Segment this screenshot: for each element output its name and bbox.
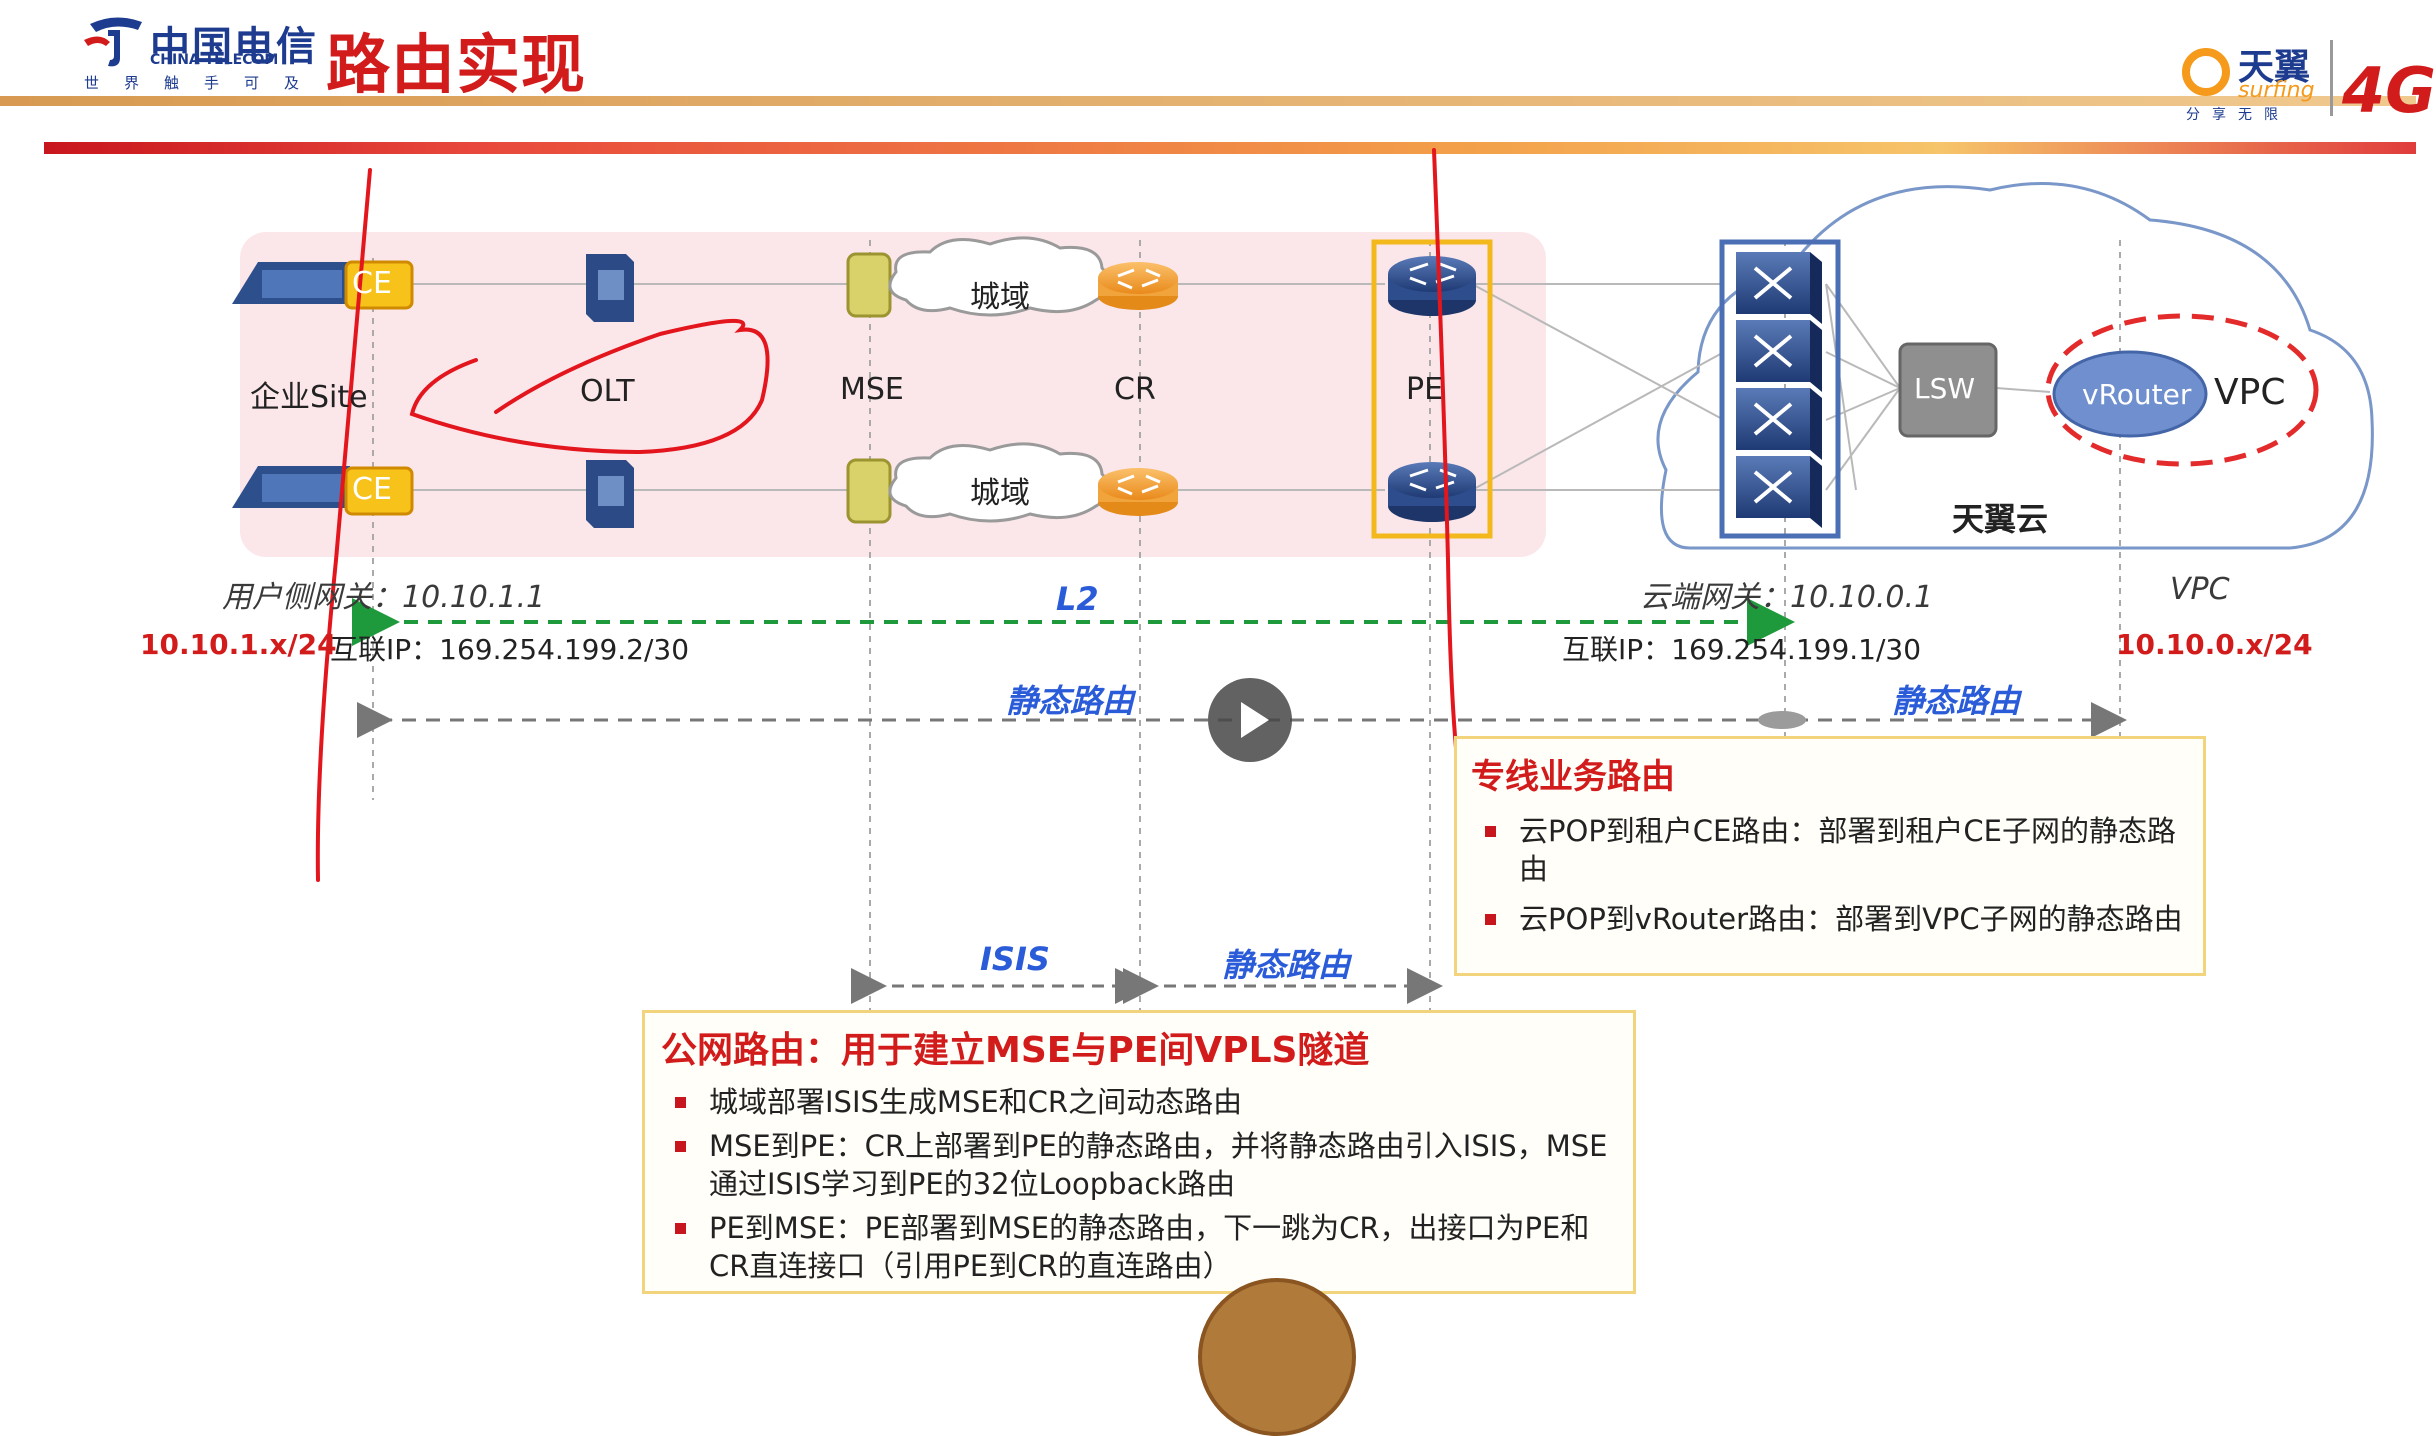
dedicated-route-box: 专线业务路由 云POP到租户CE路由：部署到租户CE子网的静态路由 云POP到v… xyxy=(1454,736,2206,976)
vpc-label: VPC xyxy=(2170,572,2230,607)
annotation-circle-olt xyxy=(409,318,770,455)
ce-label-bottom: CE xyxy=(352,472,392,507)
lsw-label: LSW xyxy=(1914,372,1976,405)
isis-label: ISIS xyxy=(980,940,1050,978)
metro-cloud-top xyxy=(888,236,1112,317)
olt-label: OLT xyxy=(580,374,635,409)
olt-device-icon-bottom xyxy=(586,460,634,528)
cloud-interconnect-ip: 互联IP：169.254.199.1/30 xyxy=(1562,633,1922,666)
mse-device-top xyxy=(846,252,892,318)
ce-router-bottom xyxy=(344,466,414,516)
cr-label: CR xyxy=(1114,372,1156,407)
user-interconnect-ip: 互联IP：169.254.199.2/30 xyxy=(330,633,690,666)
user-gateway-label: 用户侧网关：10.10.1.1 xyxy=(222,580,546,615)
pe-router-icon-bottom xyxy=(1388,462,1476,522)
cr-router-icon xyxy=(1098,262,1178,310)
public-route-item: 城域部署ISIS生成MSE和CR之间动态路由 xyxy=(661,1083,1617,1121)
enterprise-site-label: 企业Site xyxy=(250,380,368,415)
route-junction xyxy=(1758,711,1806,729)
pe-label: PE xyxy=(1406,372,1444,407)
public-route-item: MSE到PE：CR上部署到PE的静态路由，并将静态路由引入ISIS，MSE通过I… xyxy=(661,1127,1617,1203)
cloud-switch-icons xyxy=(1736,252,1822,528)
brand-surfing: surfing xyxy=(2238,78,2315,103)
annotation-line-left xyxy=(315,168,372,882)
public-route-box: 公网路由：用于建立MSE与PE间VPLS隧道 城域部署ISIS生成MSE和CR之… xyxy=(642,1010,1636,1294)
cloud-gateway-label: 云端网关：10.10.0.1 xyxy=(1640,580,1934,615)
tianyi-logo-icon xyxy=(2182,48,2230,96)
metro-cloud-bottom xyxy=(888,442,1112,523)
vpc-title-label: VPC xyxy=(2214,372,2286,413)
metro-label-bottom: 城域 xyxy=(970,476,1030,511)
public-route-item: PE到MSE：PE部署到MSE的静态路由，下一跳为CR，出接口为PE和CR直连接… xyxy=(661,1209,1617,1285)
network-diagram xyxy=(232,148,2374,1088)
enterprise-building-icon xyxy=(232,262,350,304)
logo-slogan-text: 世界触手可及 xyxy=(84,74,325,92)
user-subnet-label: 10.10.1.x/24 xyxy=(140,628,337,661)
college-seal-emblem xyxy=(1198,1278,1356,1436)
cloud-switch-stack-frame xyxy=(1719,239,1841,539)
public-route-title: 公网路由：用于建立MSE与PE间VPLS隧道 xyxy=(661,1030,1370,1071)
static-route-label-left: 静态路由 xyxy=(1006,682,1135,720)
brand-slogan: 分享无限 xyxy=(2186,107,2290,123)
header-bar xyxy=(0,0,2416,110)
lsw-device xyxy=(1898,342,1998,438)
logo-chinese-text: 中国电信 xyxy=(150,23,318,70)
tianyi-cloud-label: 天翼云 xyxy=(1952,500,2049,538)
vpc-subnet-label: 10.10.0.x/24 xyxy=(2116,628,2313,661)
dedicated-route-title: 专线业务路由 xyxy=(1471,757,1675,797)
vpc-dashed-boundary xyxy=(2045,313,2319,467)
decorative-color-rule xyxy=(44,142,2416,154)
vrouter-device xyxy=(2052,350,2208,438)
slide-title: 路由实现 xyxy=(326,29,586,103)
static-route-label-right: 静态路由 xyxy=(1892,682,2021,720)
vrouter-label: vRouter xyxy=(2082,378,2192,411)
brand-4g: 4G xyxy=(2342,54,2436,127)
brand-divider xyxy=(2330,40,2333,116)
dedicated-route-item: 云POP到vRouter路由：部署到VPC子网的静态路由 xyxy=(1471,900,2189,938)
cr-router-icon-bottom xyxy=(1098,468,1178,516)
brand-name: 天翼 xyxy=(2238,47,2311,88)
logo-english-text: CHINA TELECOM xyxy=(150,52,279,68)
ce-label-top: CE xyxy=(352,266,392,301)
olt-device-icon xyxy=(586,254,634,322)
pe-router-icon xyxy=(1388,256,1476,316)
access-region xyxy=(240,232,1546,557)
mse-label: MSE xyxy=(840,372,904,407)
enterprise-building-icon-bottom xyxy=(232,466,350,508)
static-route-label-bottom: 静态路由 xyxy=(1222,946,1351,984)
video-play-button[interactable] xyxy=(1208,678,1292,762)
annotation-line-right xyxy=(1432,148,1458,750)
l2-label: L2 xyxy=(1056,580,1099,618)
pe-highlight-frame xyxy=(1371,239,1493,539)
metro-label-top: 城域 xyxy=(970,280,1030,315)
title-rule xyxy=(0,96,2416,106)
china-telecom-logo-icon xyxy=(84,17,142,67)
dedicated-route-item: 云POP到租户CE路由：部署到租户CE子网的静态路由 xyxy=(1471,812,2189,888)
mse-device-bottom xyxy=(846,458,892,524)
